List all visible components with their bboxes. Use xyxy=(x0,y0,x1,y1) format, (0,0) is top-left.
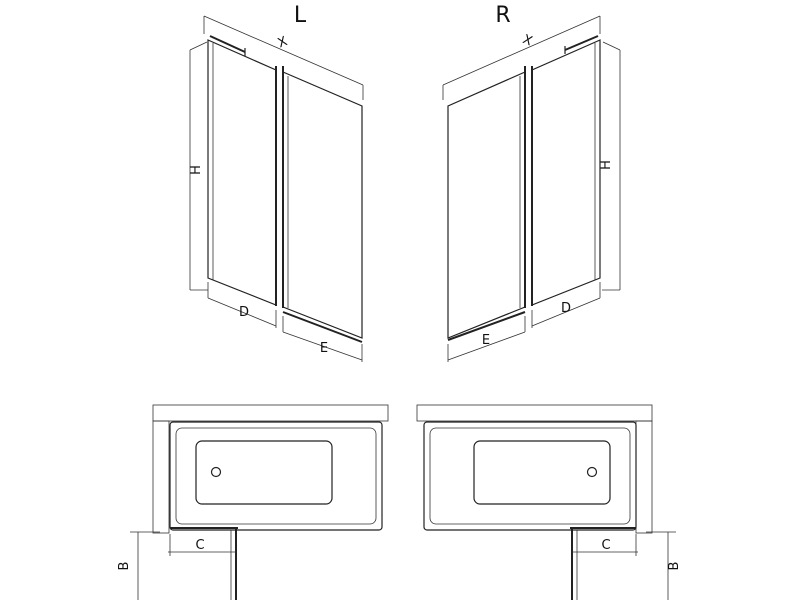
right-plan-bathtub xyxy=(423,421,637,531)
left-depth-label: B xyxy=(117,562,132,571)
right-width-dimension: X xyxy=(442,15,601,100)
right-height-dimension: H xyxy=(599,41,621,291)
left-panel-label: C xyxy=(195,538,204,553)
right-plan-view: B C xyxy=(416,404,682,600)
left-fixed-label: D xyxy=(239,305,249,320)
left-fixed-dimension: D xyxy=(207,282,277,328)
left-door-label: E xyxy=(320,341,328,356)
right-plan-back-wall xyxy=(416,404,653,422)
right-door-panel xyxy=(447,66,533,341)
right-fixed-dimension: D xyxy=(531,282,601,328)
right-fixed-panel xyxy=(531,35,601,306)
right-elevation: R X H xyxy=(442,3,621,362)
left-plan-view: B C xyxy=(117,404,389,600)
left-elevation: L X H xyxy=(189,3,364,362)
left-door-panel xyxy=(275,66,363,343)
left-height-dimension: H xyxy=(189,41,208,291)
right-depth-dimension: B xyxy=(646,531,682,600)
right-panel-label: C xyxy=(601,538,610,553)
left-depth-dimension: B xyxy=(117,531,160,600)
left-door-dimension: E xyxy=(282,316,363,362)
left-plan-basin xyxy=(195,440,333,505)
left-plan-drain-icon xyxy=(210,466,222,478)
left-panel-dimension: C xyxy=(168,534,236,556)
right-plan-drain-icon xyxy=(586,466,598,478)
left-view-title: L xyxy=(294,3,307,28)
left-plan-side-wall xyxy=(152,420,170,534)
right-panel-dimension: C xyxy=(572,534,638,556)
right-door-label: E xyxy=(482,333,490,348)
right-width-label: X xyxy=(520,32,534,49)
right-door-dimension: E xyxy=(447,316,526,362)
right-plan-basin xyxy=(473,440,611,505)
right-plan-side-wall xyxy=(635,420,653,534)
left-width-label: X xyxy=(276,34,290,51)
right-height-label: H xyxy=(599,160,614,170)
left-plan-back-wall xyxy=(152,404,389,422)
left-plan-bathtub xyxy=(169,421,383,531)
right-fixed-label: D xyxy=(561,301,571,316)
right-view-title: R xyxy=(495,3,510,28)
right-depth-label: B xyxy=(667,562,682,571)
left-height-label: H xyxy=(189,165,204,175)
left-fixed-panel xyxy=(207,35,277,306)
